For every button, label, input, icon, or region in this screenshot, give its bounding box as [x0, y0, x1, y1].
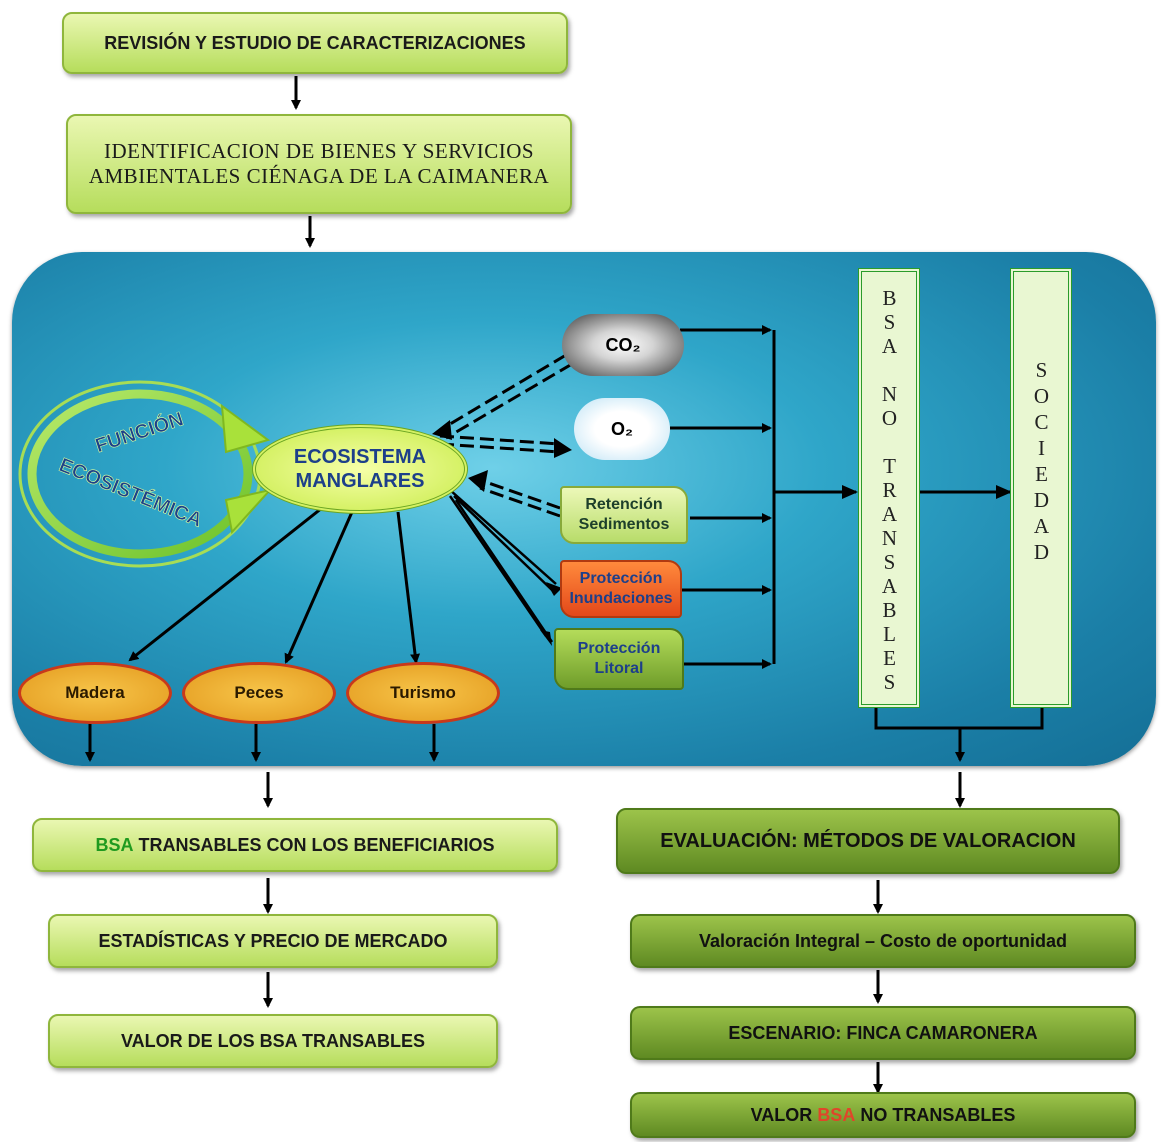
- dash-o2-1: [439, 434, 561, 446]
- revision-label: REVISIÓN Y ESTUDIO DE CARACTERIZACIONES: [104, 32, 526, 53]
- dash-co2-1: [439, 353, 567, 432]
- proteccion-litoral-label: Protección Litoral: [577, 640, 661, 677]
- valoracion-box: Valoración Integral – Costo de oportunid…: [630, 914, 1136, 968]
- dash-co2-2: [445, 362, 573, 440]
- o2-cloud: O₂: [574, 398, 670, 460]
- valor-bsa-no-transables-box: VALOR BSA NO TRANSABLES: [630, 1092, 1136, 1138]
- arrow-to-peces: [284, 511, 354, 664]
- product-madera-label: Madera: [65, 683, 125, 702]
- bsa-no-transables-box: BSA NO TRANSABLES: [858, 268, 920, 708]
- valor-suffix: NO TRANSABLES: [855, 1104, 1016, 1125]
- dash-o2-2: [439, 442, 561, 454]
- estadisticas-box: ESTADÍSTICAS Y PRECIO DE MERCADO: [48, 914, 498, 968]
- co2-cloud: CO₂: [562, 314, 684, 376]
- escenario-box: ESCENARIO: FINCA CAMARONERA: [630, 1006, 1136, 1060]
- estadisticas-label: ESTADÍSTICAS Y PRECIO DE MERCADO: [98, 930, 448, 951]
- arrow-to-turismo: [396, 511, 421, 664]
- valor-bsa-transables-box: VALOR DE LOS BSA TRANSABLES: [48, 1014, 498, 1068]
- bsa-transables-label: TRANSABLES CON LOS BENEFICIARIOS: [133, 834, 495, 855]
- valoracion-label: Valoración Integral – Costo de oportunid…: [698, 930, 1068, 951]
- proteccion-inundaciones: Protección Inundaciones: [560, 560, 682, 618]
- sociedad-label: SOCIEDAD: [1029, 358, 1054, 566]
- product-peces: Peces: [182, 662, 336, 724]
- funcion-text: FUNCIÓN: [92, 406, 186, 457]
- evaluacion-label: EVALUACIÓN: MÉTODOS DE VALORACION: [660, 829, 1076, 852]
- product-turismo-label: Turismo: [390, 683, 456, 702]
- identificacion-label: IDENTIFICACION DE BIENES Y SERVICIOS AMB…: [88, 139, 550, 188]
- ring-arrow-top: [220, 403, 271, 454]
- ecosistemica-text: ECOSISTÉMICA: [56, 453, 206, 531]
- valor-bsa-transables-label: VALOR DE LOS BSA TRANSABLES: [120, 1030, 425, 1051]
- bsa-no-transables-label: BSA NO TRANSABLES: [877, 286, 902, 694]
- ecosistema-manglares: ECOSISTEMA MANGLARES: [252, 424, 468, 514]
- retencion-sedimentos: Retención Sedimentos: [560, 486, 688, 544]
- dash-ret-2: [479, 486, 561, 518]
- o2-label: O₂: [611, 418, 633, 439]
- identificacion-box: IDENTIFICACION DE BIENES Y SERVICIOS AMB…: [66, 114, 572, 214]
- retencion-label: Retención Sedimentos: [578, 496, 670, 533]
- proteccion-litoral: Protección Litoral: [554, 628, 684, 690]
- ecosistema-label: ECOSISTEMA MANGLARES: [293, 446, 427, 492]
- proteccion-inundaciones-label: Protección Inundaciones: [569, 570, 673, 607]
- arrow-to-madera: [128, 506, 323, 662]
- product-peces-label: Peces: [234, 683, 284, 702]
- ring-arrow-bottom: [224, 488, 273, 535]
- sociedad-box: SOCIEDAD: [1010, 268, 1072, 708]
- bsa-transables-box: BSA TRANSABLES CON LOS BENEFICIARIOS: [32, 818, 558, 872]
- bsa-word: BSA: [95, 834, 134, 855]
- valor-bsa-word: BSA: [817, 1104, 856, 1125]
- valor-prefix: VALOR: [750, 1104, 818, 1125]
- product-turismo: Turismo: [346, 662, 500, 724]
- co2-label: CO₂: [605, 334, 641, 355]
- escenario-label: ESCENARIO: FINCA CAMARONERA: [728, 1022, 1038, 1043]
- dash-ret-1: [479, 478, 561, 510]
- revision-box: REVISIÓN Y ESTUDIO DE CARACTERIZACIONES: [62, 12, 568, 74]
- evaluacion-box: EVALUACIÓN: MÉTODOS DE VALORACION: [616, 808, 1120, 874]
- funcion-ring: [27, 389, 253, 559]
- product-madera: Madera: [18, 662, 172, 724]
